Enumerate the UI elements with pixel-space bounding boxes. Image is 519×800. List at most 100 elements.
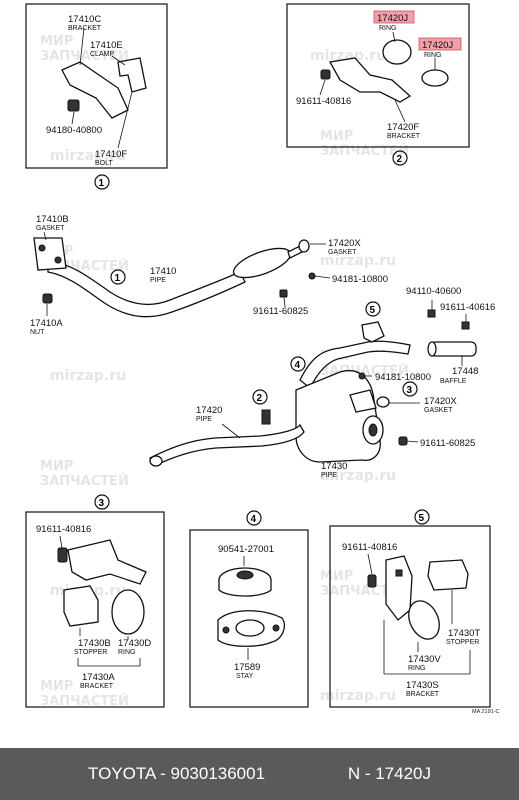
callout-5-main [365,301,381,317]
bolt-91611-40816-b3 [57,547,68,563]
label-17430V: 17430V [408,654,441,665]
svg-text:mirzap.ru: mirzap.ru [310,48,386,64]
label-17430S: 17430S [406,680,439,691]
stopper-17430T [427,559,469,591]
label-94180: 94180-40800 [46,125,102,136]
callout-1-main [110,269,126,285]
label-17410C: 17410C [68,14,101,25]
svg-text:mirzap.ru: mirzap.ru [320,688,396,704]
label-17420J-a: 17420J [377,13,408,24]
label-17448: 17448 [452,366,478,377]
label-17430: 17430 [321,461,347,472]
detail-box-1: 17410C BRACKET 17410E CLAMP 94180-40800 … [25,3,168,190]
label-17410F: 17410F [95,149,127,160]
svg-text:2: 2 [257,393,263,404]
label-17430T: 17430T [448,628,480,639]
callout-3-main [402,381,418,397]
label-91611-40816-top: 91611-40816 [296,96,351,107]
bracket-17420F [328,57,412,103]
sub-17430B: STOPPER [74,649,107,656]
exhaust-parts-diagram: МИР ЗАПЧАСТЕЙ mirzap.ru mirzap.ru МИР ЗА… [25,3,500,715]
detail-box-5: 5 91611-40816 17430T STOPPER 17430V RING… [329,509,491,708]
label-91611-40816-b3: 91611-40816 [36,524,91,535]
sub-17430T: STOPPER [446,639,479,646]
svg-text:МИР: МИР [40,459,73,474]
hanger-5 [361,321,385,343]
label-17420F: 17420F [387,122,419,133]
svg-text:3: 3 [99,498,105,509]
bracket-17410C [61,61,129,119]
diagram-ref: MA 2191-C [472,709,500,715]
callout-4-box [246,510,262,526]
svg-text:5: 5 [419,513,425,524]
sub-17410B: GASKET [36,225,65,232]
label-94110: 94110-40600 [406,286,461,297]
sub-17430D: RING [118,649,136,656]
footer-part-number: TOYOTA - 9030136001 [88,764,266,783]
sub-17410F: BOLT [95,160,113,167]
sub-17410A: NUT [30,329,45,336]
svg-text:ЗАПЧАСТЕЙ: ЗАПЧАСТЕЙ [40,48,129,64]
svg-text:1: 1 [99,178,105,189]
highlight-17420J-a [373,10,415,24]
bolt-91611-40816-top [320,69,331,80]
callout-5-box [414,509,430,525]
svg-text:2: 2 [397,154,403,165]
sub-17430A: BRACKET [80,683,114,690]
label-17430A: 17430A [82,672,115,683]
main-muffler-17430 [295,370,381,463]
center-muffler [232,247,292,279]
detail-box-2: 17420J RING 17420J RING 91611-40816 1742… [286,3,470,166]
label-94181-top: 94181-10800 [332,274,388,285]
sub-17420: PIPE [196,416,212,423]
sub-17430V: RING [408,665,426,672]
sub-17420J-a: RING [379,25,397,32]
callout-2-box [392,150,408,166]
label-94181-mid: 94181-10800 [375,372,431,383]
tail-pipe [299,340,411,390]
sub-17420J-b: RING [424,52,442,59]
ring-17430V [408,600,440,640]
gasket-17410B [33,237,67,271]
label-17420X-mid: 17420X [424,396,457,407]
sub-17430: PIPE [321,472,337,479]
label-17589: 17589 [234,662,260,673]
svg-text:МИР: МИР [320,129,353,144]
svg-text:3: 3 [407,385,413,396]
label-17410E: 17410E [90,40,123,51]
ring-17420J-a [382,39,412,65]
footer-ref: N - 17420J [347,764,431,783]
label-90541: 90541-27001 [218,544,274,555]
svg-text:ЗАПЧАСТЕЙ: ЗАПЧАСТЕЙ [40,693,129,709]
svg-text:4: 4 [295,360,301,371]
sub-17420X-top: GASKET [328,249,357,256]
label-91611-40616: 91611-40616 [440,302,495,313]
svg-text:МИР: МИР [320,569,353,584]
sub-17410E: CLAMP [90,51,114,58]
ring-17430D [111,589,145,635]
svg-text:5: 5 [370,305,376,316]
label-17420: 17420 [196,405,222,416]
nut-17410A [42,293,53,304]
label-17420X-top: 17420X [328,238,361,249]
gasket-17420X-mid [376,396,390,408]
label-17420J-b: 17420J [422,40,453,51]
front-pipe-17410 [47,261,246,318]
svg-text:ЗАПЧАСТЕЙ: ЗАПЧАСТЕЙ [40,473,129,489]
sub-17589: STAY [236,673,254,680]
detail-box-3: 3 91611-40816 17430B STOPPER 17430D RING… [25,494,165,708]
label-17430D: 17430D [118,638,151,649]
highlight-17420J-b [418,37,462,51]
sub-17448: BAFFLE [440,378,467,385]
footer-bar: TOYOTA - 9030136001 N - 17420J [0,748,519,800]
bracket-17430S [385,555,413,621]
callout-4-main [290,356,306,372]
baffle-17448 [429,341,477,357]
label-17410: 17410 [150,266,176,277]
gasket-17420X-top [298,239,310,253]
svg-text:1: 1 [115,273,121,284]
bracket-17430A [67,539,147,585]
nut-94180 [67,99,80,112]
sub-17420X-mid: GASKET [424,407,453,414]
callout-1-box [94,174,110,190]
